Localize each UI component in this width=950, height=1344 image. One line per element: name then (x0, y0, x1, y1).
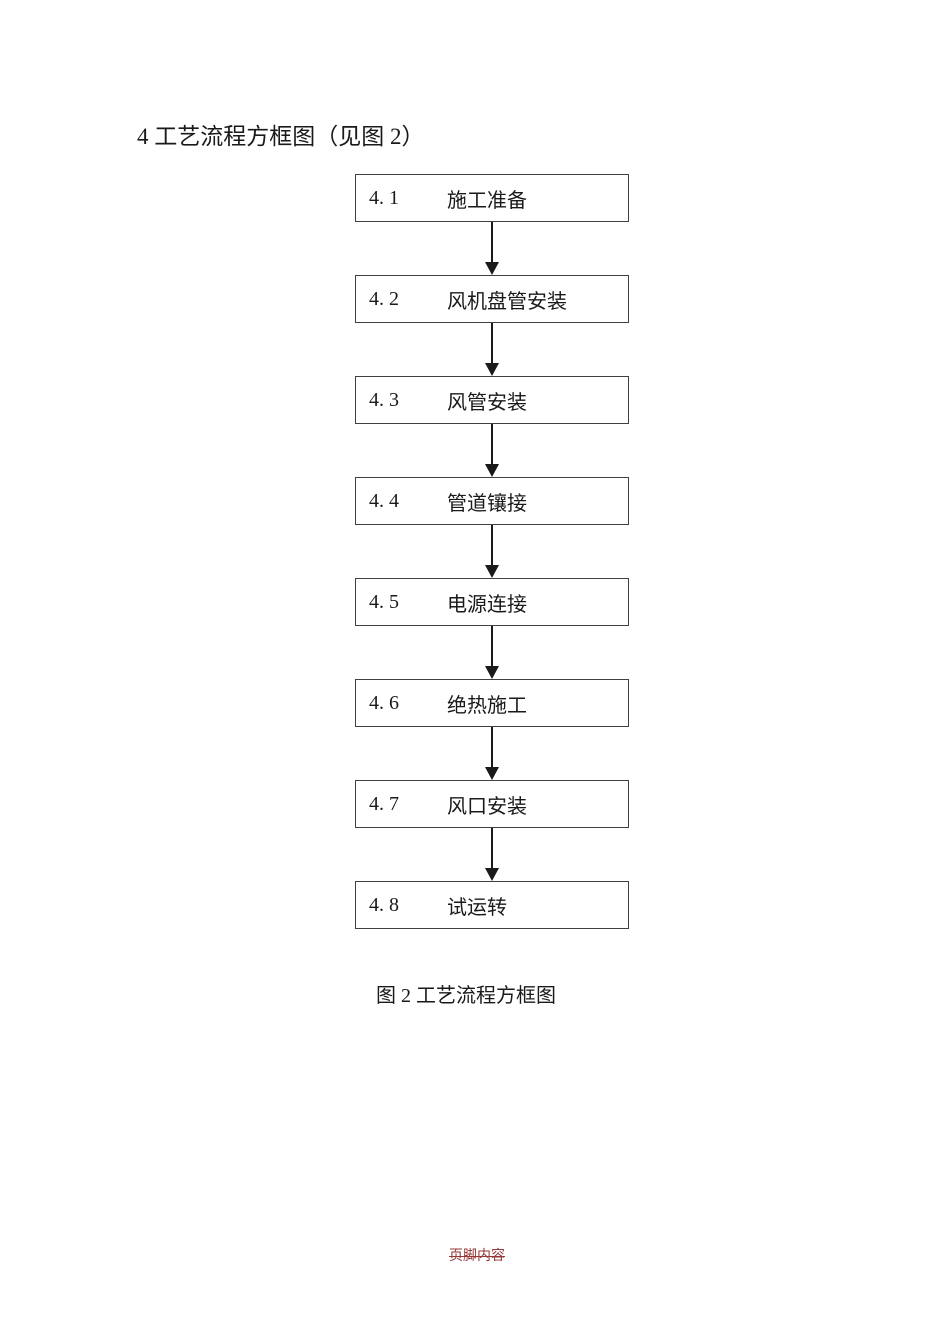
down-arrow-icon (355, 727, 629, 780)
flow-step-box: 4. 2 风机盘管安装 (355, 275, 629, 323)
process-flowchart: 4. 1 施工准备 4. 2 风机盘管安装 4. 3 风管安装 4. 4 管道镶… (355, 174, 629, 929)
flow-step-box: 4. 3 风管安装 (355, 376, 629, 424)
flow-step-number: 4. 4 (369, 489, 399, 512)
flow-step-box: 4. 1 施工准备 (355, 174, 629, 222)
flow-step-number: 4. 5 (369, 590, 399, 613)
flow-step-number: 4. 1 (369, 186, 399, 209)
down-arrow-icon (355, 222, 629, 275)
flow-step-box: 4. 6 绝热施工 (355, 679, 629, 727)
flow-step-number: 4. 8 (369, 893, 399, 916)
flow-step-label: 风管安装 (447, 391, 527, 414)
flow-step-label: 电源连接 (447, 593, 527, 616)
flow-step-box: 4. 8 试运转 (355, 881, 629, 929)
flow-step-label: 施工准备 (447, 189, 527, 212)
flow-step-box: 4. 5 电源连接 (355, 578, 629, 626)
flow-step-number: 4. 7 (369, 792, 399, 815)
flow-step-label: 风口安装 (447, 795, 527, 818)
flow-step-box: 4. 4 管道镶接 (355, 477, 629, 525)
down-arrow-icon (355, 525, 629, 578)
flow-step-number: 4. 6 (369, 691, 399, 714)
figure-caption: 图 2 工艺流程方框图 (376, 985, 556, 1007)
flow-step-box: 4. 7 风口安装 (355, 780, 629, 828)
flow-step-label: 试运转 (447, 896, 507, 919)
flow-step-number: 4. 3 (369, 388, 399, 411)
flow-step-label: 绝热施工 (447, 694, 527, 717)
down-arrow-icon (355, 323, 629, 376)
down-arrow-icon (355, 828, 629, 881)
page-footer-note: 页脚内容 (449, 1249, 505, 1264)
flow-step-label: 风机盘管安装 (447, 290, 567, 313)
section-heading: 4 工艺流程方框图（见图 2） (137, 124, 425, 149)
down-arrow-icon (355, 424, 629, 477)
down-arrow-icon (355, 626, 629, 679)
flow-step-label: 管道镶接 (447, 492, 527, 515)
flow-step-number: 4. 2 (369, 287, 399, 310)
